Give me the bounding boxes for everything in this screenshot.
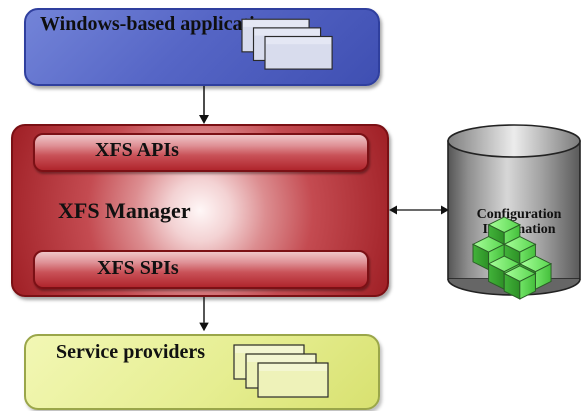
xfs-spis-label: XFS SPIs	[97, 257, 179, 279]
xfs-spis-bar	[33, 250, 369, 289]
service-providers-label: Service providers	[56, 341, 206, 363]
top-document-stack-icon	[241, 18, 333, 70]
windows-applications-label: Windows-based applications	[40, 13, 284, 35]
arrow-manager-to-service-providers	[199, 297, 209, 332]
xfs-apis-label: XFS APIs	[95, 139, 179, 161]
xfs-manager-label: XFS Manager	[58, 198, 191, 223]
xfs-apis-bar	[33, 133, 369, 172]
bottom-document-stack-icon	[233, 344, 329, 398]
arrow-top-to-manager	[199, 86, 209, 124]
cubes-icon	[471, 216, 553, 300]
double-arrow-manager-config	[389, 205, 449, 215]
